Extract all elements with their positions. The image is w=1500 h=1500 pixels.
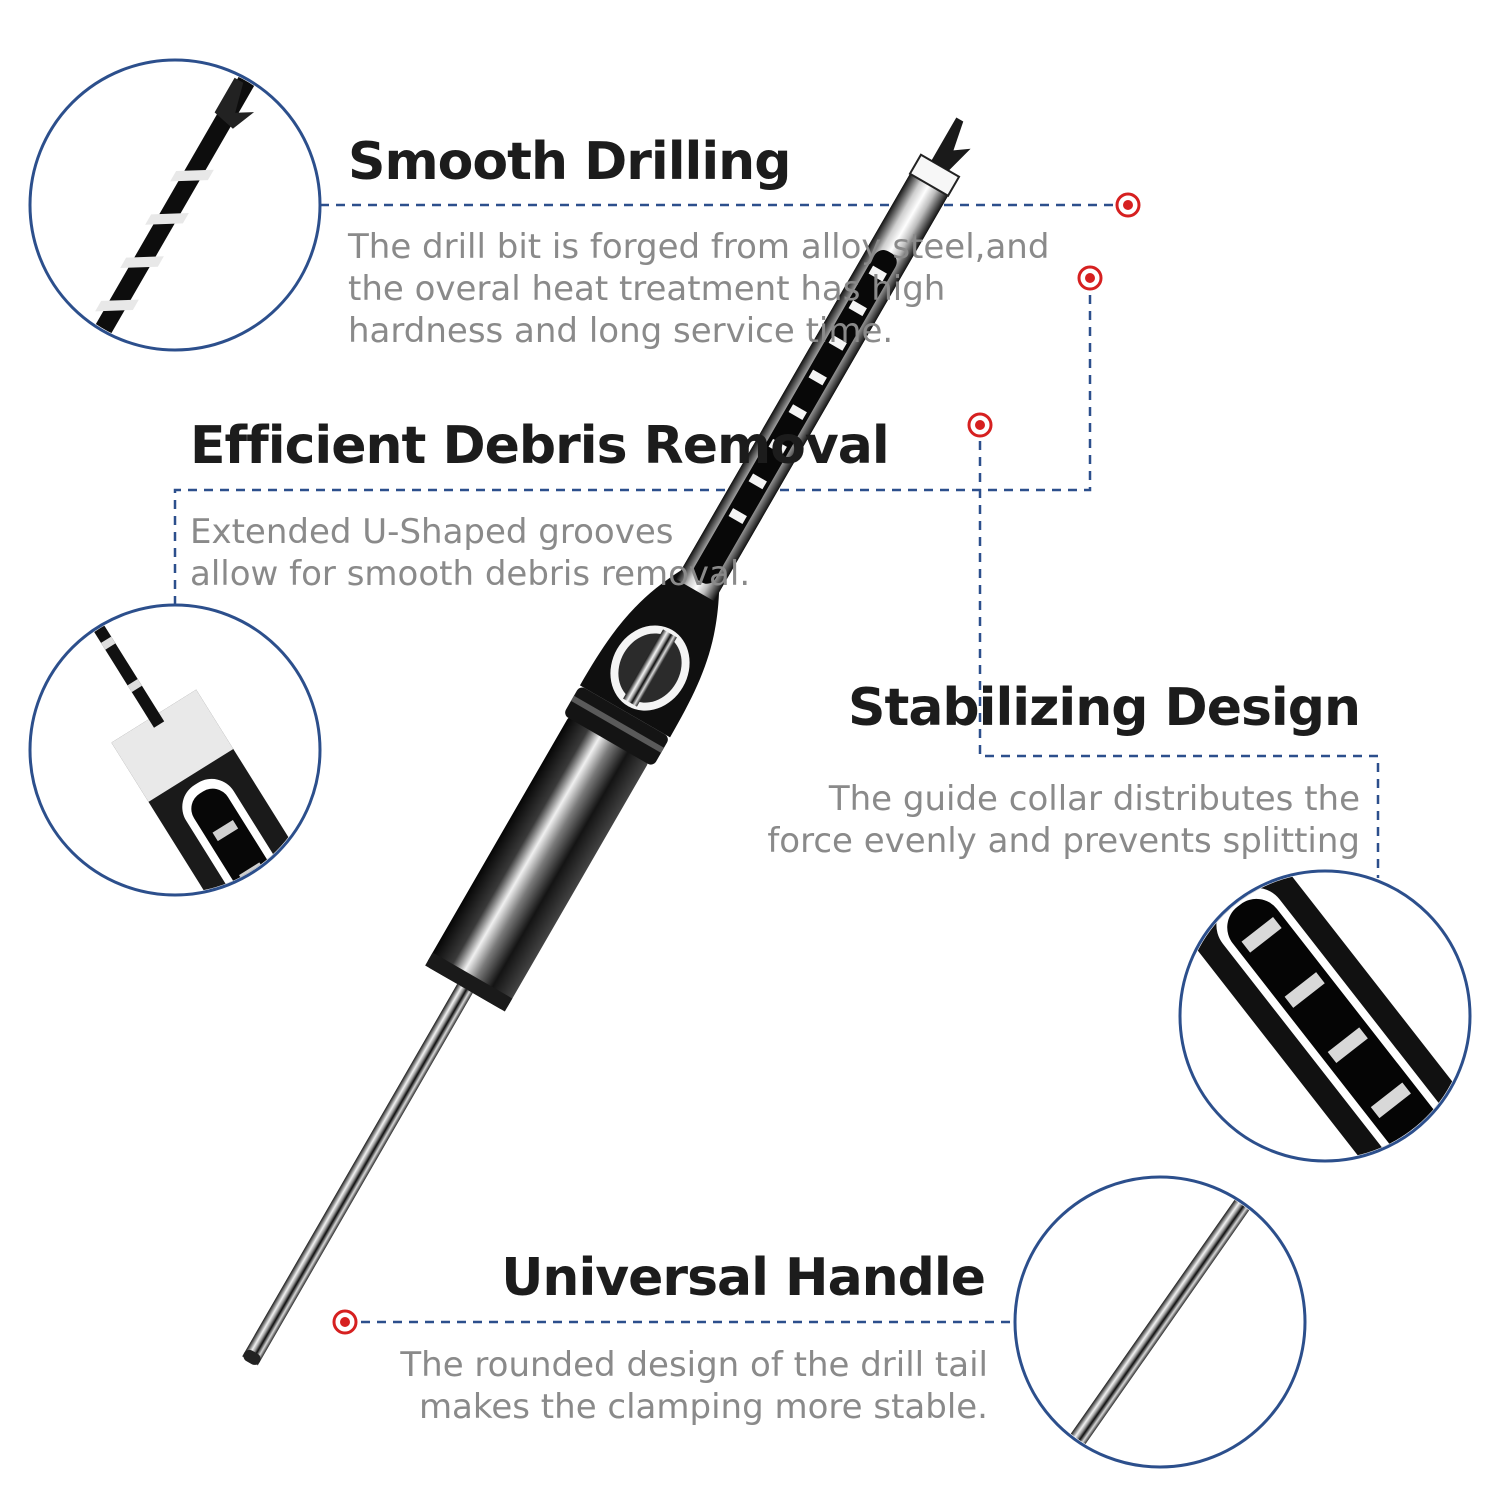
marker-dots bbox=[332, 192, 1141, 1335]
desc-smooth-drilling: The drill bit is forged from alloy steel… bbox=[348, 226, 1049, 352]
title-smooth-drilling: Smooth Drilling bbox=[348, 132, 791, 192]
title-efficient-debris-removal: Efficient Debris Removal bbox=[190, 416, 890, 476]
leader-debris-removal bbox=[173, 278, 1092, 605]
desc-stabilizing-design: The guide collar distributes the force e… bbox=[767, 778, 1360, 862]
desc-line: allow for smooth debris removal. bbox=[190, 554, 751, 594]
desc-line: The guide collar distributes the bbox=[828, 779, 1360, 819]
desc-line: The rounded design of the drill tail bbox=[400, 1345, 988, 1385]
title-universal-handle: Universal Handle bbox=[501, 1248, 986, 1308]
detail-zoom-icon bbox=[28, 58, 322, 352]
chisel-drill-bit-icon bbox=[242, 117, 971, 1366]
leader-stabilizing bbox=[978, 425, 1380, 878]
desc-line: Extended U-Shaped grooves bbox=[190, 512, 674, 552]
detail-zoom-icon bbox=[28, 603, 322, 897]
desc-line: force evenly and prevents splitting bbox=[767, 821, 1360, 861]
desc-line: makes the clamping more stable. bbox=[418, 1387, 988, 1427]
marker-groove-top bbox=[1077, 265, 1103, 291]
desc-universal-handle: The rounded design of the drill tail mak… bbox=[400, 1344, 988, 1428]
leader-lines bbox=[173, 203, 1380, 1324]
desc-line: hardness and long service time. bbox=[348, 311, 894, 351]
desc-line: The drill bit is forged from alloy steel… bbox=[348, 227, 1050, 267]
marker-tip bbox=[1115, 192, 1141, 218]
desc-line: the overal heat treatment has high bbox=[348, 269, 946, 309]
detail-zoom-icon bbox=[1178, 869, 1472, 1163]
detail-zoom-icon bbox=[1013, 1175, 1307, 1469]
desc-efficient-debris-removal: Extended U-Shaped grooves allow for smoo… bbox=[190, 511, 750, 595]
marker-tail bbox=[332, 1309, 358, 1335]
title-stabilizing-design: Stabilizing Design bbox=[848, 678, 1361, 738]
marker-groove bbox=[967, 412, 993, 438]
